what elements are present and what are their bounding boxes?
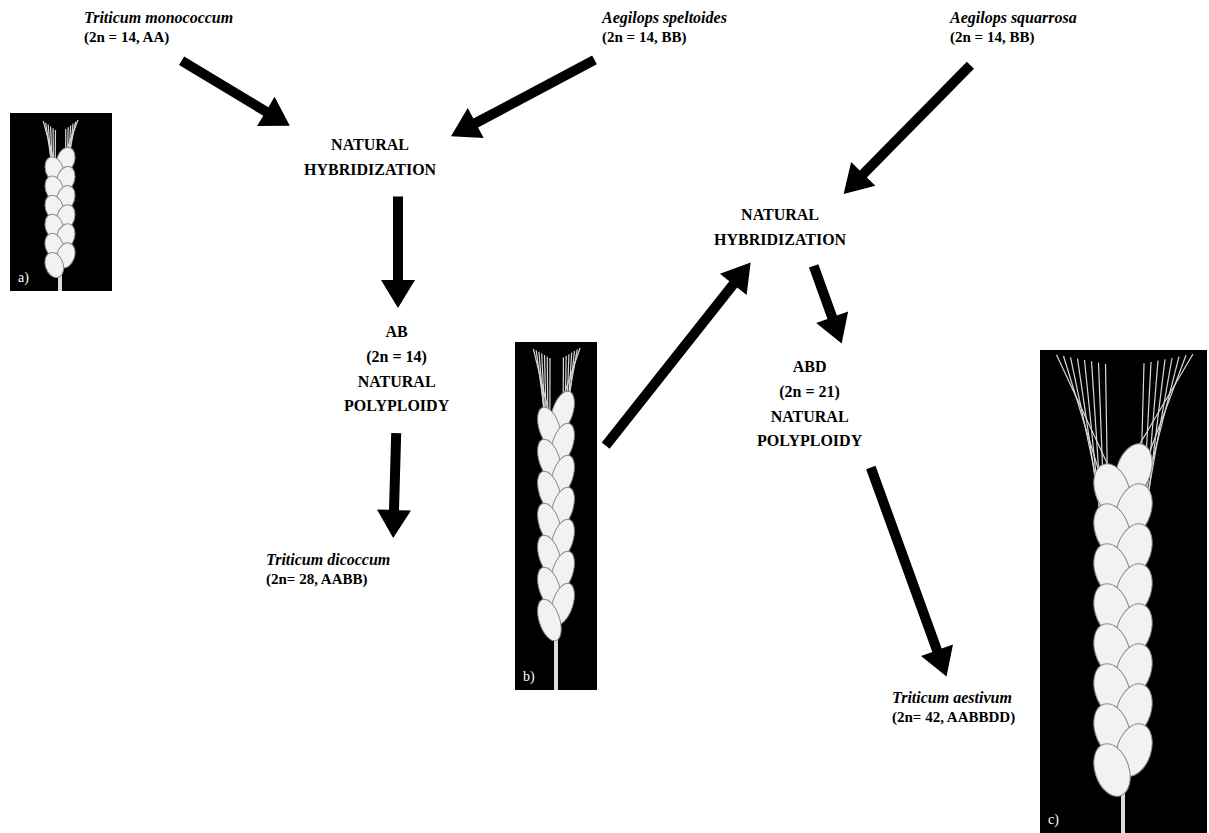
photo-ground <box>515 342 597 690</box>
process-label: NATURAL POLYPLOIDY <box>344 370 449 420</box>
photo-ground <box>1040 350 1207 833</box>
species-node: Triticum dicoccum(2n= 28, AABB) <box>262 548 394 592</box>
chromosome-count: (2n = 14, AA) <box>84 28 233 48</box>
species-name: Triticum dicoccum <box>266 550 390 570</box>
photo-panel: c) <box>1040 350 1207 833</box>
wheat-awn <box>533 349 549 415</box>
process-step: ABD(2n = 21)NATURAL POLYPLOIDY <box>751 353 868 456</box>
wheat-spike <box>42 120 78 291</box>
species-name: Aegilops squarrosa <box>950 8 1077 28</box>
figure-label: a) <box>18 270 29 285</box>
arrow-connector <box>866 466 953 677</box>
process-label: ABD <box>757 355 862 380</box>
process-label: NATURAL HYBRIDIZATION <box>304 133 436 183</box>
process-step: NATURAL HYBRIDIZATION <box>298 131 442 185</box>
wheat-spikelet <box>1087 739 1136 801</box>
photo-panel: b) <box>515 342 597 690</box>
species-name: Triticum aestivum <box>892 688 1015 708</box>
wheat-spike <box>1057 354 1194 833</box>
wheat-spikelet <box>42 250 67 280</box>
species-node: Aegilops squarrosa(2n = 14, BB) <box>946 6 1081 50</box>
figure-label: c) <box>1048 812 1059 827</box>
arrow-connector <box>377 433 411 538</box>
wheat-awn <box>1134 354 1193 454</box>
chromosome-count: (2n = 14, BB) <box>950 28 1077 48</box>
process-step: AB(2n = 14)NATURAL POLYPLOIDY <box>338 318 455 421</box>
species-node: Triticum monococcum(2n = 14, AA) <box>80 6 237 50</box>
wheat-awn <box>43 121 54 162</box>
chromosome-count: (2n = 14, BB) <box>602 28 727 48</box>
chromosome-count: (2n= 28, AABB) <box>266 570 390 590</box>
species-name: Triticum monococcum <box>84 8 233 28</box>
photo-panel: a) <box>10 113 112 291</box>
arrow-connector <box>179 57 290 126</box>
wheat-spike <box>533 348 580 690</box>
arrow-connector <box>451 55 597 138</box>
species-node: Triticum aestivum(2n= 42, AABBDD) <box>888 686 1019 730</box>
arrow-connector <box>809 264 848 343</box>
wheat-spikelet <box>533 596 566 643</box>
process-label: (2n = 14) <box>344 345 449 370</box>
process-label: NATURAL HYBRIDIZATION <box>714 203 846 253</box>
arrow-connector <box>602 262 751 448</box>
arrow-connector <box>844 62 974 194</box>
species-node: Aegilops speltoides(2n = 14, BB) <box>598 6 731 50</box>
process-label: NATURAL POLYPLOIDY <box>757 405 862 455</box>
chromosome-count: (2n= 42, AABBDD) <box>892 708 1015 728</box>
wheat-awn <box>1057 355 1113 474</box>
process-label: AB <box>344 320 449 345</box>
arrow-connector <box>381 197 415 308</box>
species-name: Aegilops speltoides <box>602 8 727 28</box>
process-step: NATURAL HYBRIDIZATION <box>708 201 852 255</box>
photo-ground <box>10 113 112 291</box>
process-label: (2n = 21) <box>757 380 862 405</box>
figure-label: b) <box>523 669 535 684</box>
